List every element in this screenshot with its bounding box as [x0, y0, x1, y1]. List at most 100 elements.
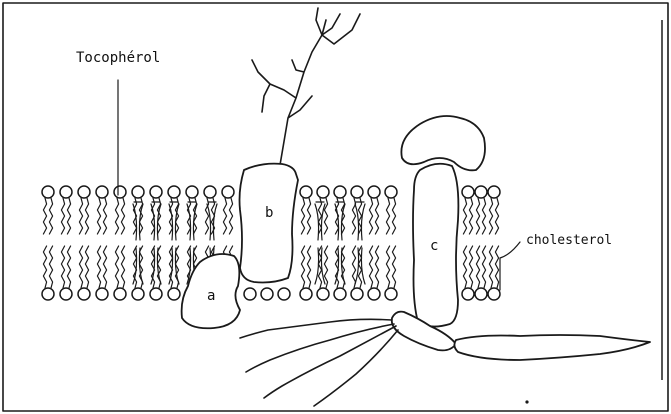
lipid-tail: [392, 198, 395, 234]
phospholipid-head-bottom: [300, 288, 312, 300]
phospholipid-head-top: [132, 186, 144, 198]
lipid-tail: [375, 198, 378, 234]
phospholipid-head-top: [475, 186, 487, 198]
lipid-tail: [67, 246, 70, 288]
lipid-tail: [229, 198, 232, 234]
phospholipid-head-top: [334, 186, 346, 198]
phospholipid-head-bottom: [317, 288, 329, 300]
phospholipid-head-bottom: [168, 288, 180, 300]
tocopherol-label: Tocophérol: [76, 50, 160, 66]
protein-c-label: c: [430, 238, 438, 254]
lipid-tail: [463, 198, 466, 234]
lipid-tail: [97, 246, 100, 288]
phospholipid-head-bottom: [78, 288, 90, 300]
lipid-tail: [49, 198, 52, 234]
phospholipid-head-bottom: [351, 288, 363, 300]
phospholipid-head-top: [462, 186, 474, 198]
phospholipid-head-bottom: [385, 288, 397, 300]
lipid-tail: [386, 198, 389, 234]
lipid-tail: [489, 198, 492, 234]
phospholipid-head-top: [96, 186, 108, 198]
lipid-tail: [392, 246, 395, 288]
phospholipid-head-top: [168, 186, 180, 198]
lipid-tail: [115, 246, 118, 288]
glycan-chain-b: [252, 8, 360, 165]
lipid-tail: [301, 246, 304, 288]
cholesterol-pointer: [500, 242, 520, 290]
lipid-tail: [469, 198, 472, 234]
lipid-tail: [482, 246, 485, 288]
phospholipid-head-bottom: [462, 288, 474, 300]
lipid-tail: [375, 246, 378, 288]
lipid-tail: [61, 198, 64, 234]
lipid-tail: [324, 198, 327, 234]
lipid-tail: [103, 198, 106, 234]
lipid-tail: [115, 198, 118, 234]
lipid-tail: [476, 246, 479, 288]
phospholipid-head-bottom: [278, 288, 290, 300]
lower-tail-body: [454, 335, 650, 360]
phospholipid-head-bottom: [368, 288, 380, 300]
protein-a-label: a: [207, 288, 215, 304]
phospholipid-head-top: [186, 186, 198, 198]
phospholipid-head-bottom: [334, 288, 346, 300]
lipid-tail: [495, 246, 498, 288]
phospholipid-head-top: [60, 186, 72, 198]
lipid-tail: [463, 246, 466, 288]
lipid-tail: [495, 198, 498, 234]
phospholipid-head-top: [488, 186, 500, 198]
lipid-tail: [61, 246, 64, 288]
phospholipid-head-top: [385, 186, 397, 198]
phospholipid-head-top: [351, 186, 363, 198]
lipid-tail: [352, 246, 355, 288]
lipid-tail: [85, 246, 88, 288]
protein-b: [240, 164, 299, 283]
cholesterol-label: cholesterol: [526, 233, 612, 248]
ink-dot: [525, 400, 528, 403]
phospholipid-head-top: [204, 186, 216, 198]
lipid-tail: [386, 246, 389, 288]
phospholipid-head-bottom: [114, 288, 126, 300]
lipid-tail: [103, 246, 106, 288]
phospholipid-head-bottom: [244, 288, 256, 300]
lipid-tail: [324, 246, 327, 288]
phospholipid-head-bottom: [488, 288, 500, 300]
lipid-tail: [307, 198, 310, 234]
phospholipid-head-top: [300, 186, 312, 198]
lipid-tail: [121, 198, 124, 234]
lipid-tail: [352, 198, 355, 234]
phospholipid-head-top: [42, 186, 54, 198]
phospholipid-head-bottom: [96, 288, 108, 300]
lower-tails: [240, 319, 398, 406]
phospholipid-head-bottom: [261, 288, 273, 300]
lipid-tail: [85, 198, 88, 234]
phospholipid-head-top: [317, 186, 329, 198]
lipid-tail: [301, 198, 304, 234]
phospholipid-head-top: [368, 186, 380, 198]
phospholipid-head-top: [78, 186, 90, 198]
phospholipid-head-bottom: [150, 288, 162, 300]
lipid-tail: [369, 198, 372, 234]
phospholipid-head-top: [114, 186, 126, 198]
phospholipid-head-bottom: [132, 288, 144, 300]
lipid-tail: [121, 246, 124, 288]
lipid-tail: [79, 198, 82, 234]
lipid-tail: [476, 198, 479, 234]
lipid-tail: [223, 198, 226, 234]
lipid-tail: [49, 246, 52, 288]
lipid-tail: [482, 198, 485, 234]
lipid-tail: [307, 246, 310, 288]
lipid-tail: [369, 246, 372, 288]
lipid-tail: [469, 246, 472, 288]
lipid-tail: [79, 246, 82, 288]
cholesterol-molecule: [315, 202, 325, 284]
cholesterol-molecule: [355, 202, 365, 284]
lipid-tail: [97, 198, 100, 234]
protein-c-cap: [401, 116, 485, 170]
phospholipid-head-bottom: [475, 288, 487, 300]
lipid-tail: [67, 198, 70, 234]
protein-b-label: b: [265, 205, 273, 221]
lipid-tail: [489, 246, 492, 288]
